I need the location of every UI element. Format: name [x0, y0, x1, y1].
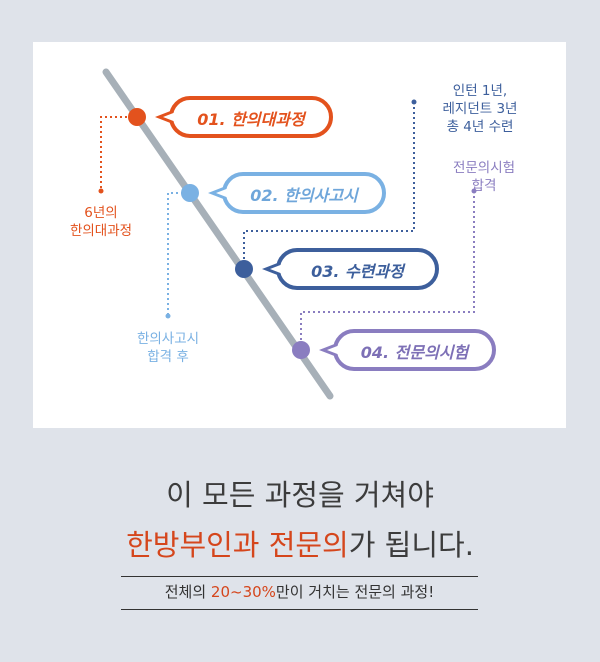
step2-bubble — [208, 172, 386, 214]
step4-title: 전문의시험 — [394, 343, 469, 362]
step1-note: 6년의 한의대과정 — [69, 205, 133, 239]
diagram-graphics — [98, 68, 496, 400]
headline-accent: 한방부인과 전문의 — [126, 528, 349, 562]
timeline-line — [102, 68, 334, 400]
step2-title: 한의사고시 — [284, 186, 358, 205]
process-diagram: 01. 한의대과정 02. 한의사고시 03. 수련과정 04. 전문의시험 6… — [33, 42, 566, 428]
connector-step3 — [243, 104, 415, 269]
step3-bubble — [262, 248, 439, 290]
step4-note: 전문의시험 합격 — [452, 160, 516, 194]
step2-note: 한의사고시 합격 후 — [136, 331, 200, 365]
step3-number: 03. — [311, 262, 340, 281]
step2-dot — [181, 184, 199, 202]
step1-bubble — [155, 96, 333, 138]
subline: 전체의 20~30%만이 거치는 전문의 과정! — [121, 576, 478, 610]
connector-step4 — [300, 193, 475, 350]
headline-line2: 한방부인과 전문의가 됩니다. — [0, 522, 600, 564]
step3-title: 수련과정 — [345, 262, 404, 281]
step3-dot — [235, 260, 253, 278]
step3-label: 03. 수련과정 — [280, 258, 435, 282]
connector-step1 — [100, 116, 137, 190]
step4-dot — [292, 341, 310, 359]
step1-label: 01. 한의대과정 — [173, 106, 329, 130]
subline-rest: 만이 거치는 전문의 과정! — [275, 583, 435, 601]
step4-number: 04. — [360, 343, 390, 362]
connector-step2 — [167, 192, 188, 314]
step3-note: 인턴 1년, 레지던트 3년 총 4년 수련 — [442, 83, 518, 135]
headline-line1: 이 모든 과정을 거쳐야 — [166, 478, 434, 512]
headline-rest: 가 됩니다. — [348, 528, 474, 562]
step4-bubble — [319, 329, 496, 371]
step1-number: 01. — [197, 110, 226, 129]
step2-label: 02. 한의사고시 — [226, 182, 382, 206]
step1-title: 한의대과정 — [231, 110, 305, 129]
step1-dot — [128, 108, 146, 126]
subline-prefix: 전체의 — [164, 583, 211, 601]
step4-label: 04. 전문의시험 — [337, 339, 492, 363]
subline-accent: 20~30% — [210, 583, 276, 601]
step2-number: 02. — [250, 186, 279, 205]
